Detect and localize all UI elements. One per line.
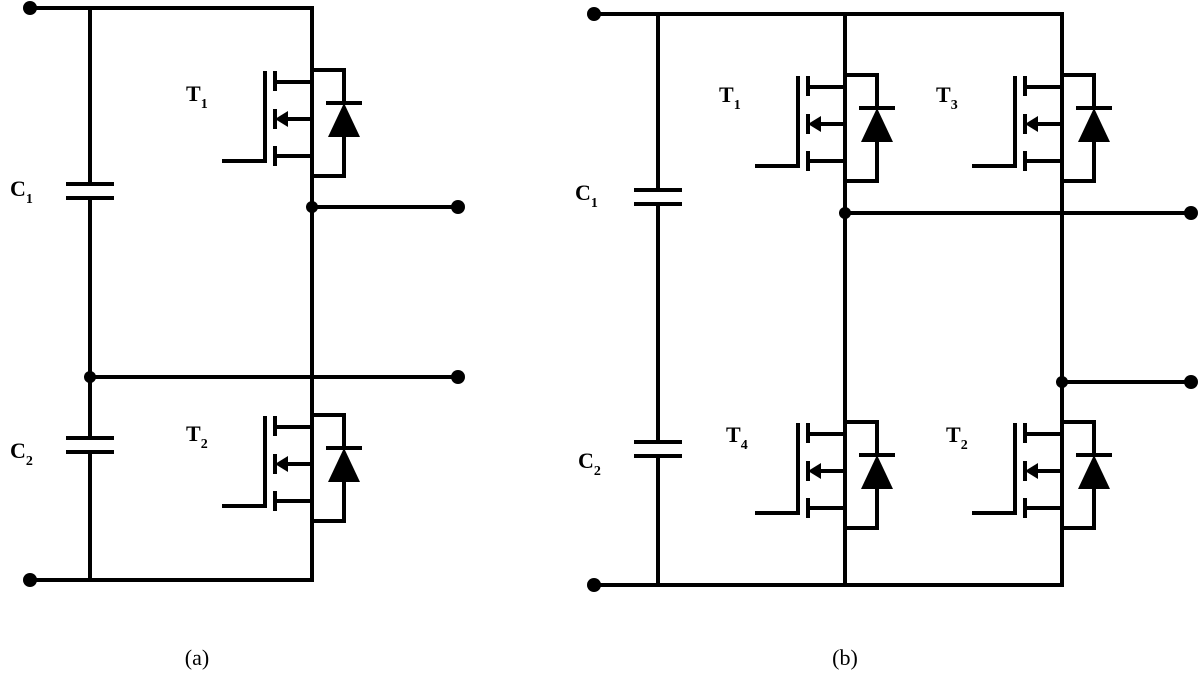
mosfet-t2-a [222, 408, 362, 523]
junction-dot [1056, 376, 1068, 388]
mosfet-t4-b [755, 415, 895, 530]
label-t4-b: T4 [726, 422, 748, 453]
mosfet-t3-b [972, 68, 1112, 183]
terminal-dot [451, 370, 465, 384]
caption-b: (b) [832, 645, 858, 670]
terminal-dot [1184, 206, 1198, 220]
capacitor-c2-a [66, 436, 114, 454]
capacitor-c1-a [66, 182, 114, 200]
diagram-a: C1 C2 T1 T2 (a) [10, 1, 465, 670]
label-t2-a: T2 [186, 421, 208, 452]
junction-dot [839, 207, 851, 219]
label-t1-b: T1 [719, 82, 741, 113]
label-t2-b: T2 [946, 422, 968, 453]
junction-dot [84, 371, 96, 383]
capacitor-c2-b [634, 440, 682, 458]
capacitor-c1-b [634, 188, 682, 206]
bottom-rail-b [592, 526, 1064, 587]
caption-a: (a) [185, 645, 209, 670]
label-c2-a: C2 [10, 438, 33, 469]
mosfet-t2-b [972, 415, 1112, 530]
top-rail-a [28, 6, 314, 67]
label-c1-a: C1 [10, 176, 33, 207]
label-c1-b: C1 [575, 180, 598, 211]
top-rail-b [592, 12, 1064, 72]
label-c2-b: C2 [578, 448, 601, 479]
bottom-rail-a [28, 520, 314, 582]
mosfet-t1-a [222, 63, 362, 178]
terminal-dot [587, 7, 601, 21]
terminal-dot [23, 1, 37, 15]
junction-dot [306, 201, 318, 213]
mosfet-t1-b [755, 68, 895, 183]
label-t1-a: T1 [186, 81, 208, 112]
terminal-dot [451, 200, 465, 214]
diagram-b: C1 C2 T1 T3 T4 T2 (b) [575, 7, 1198, 670]
terminal-dot [587, 578, 601, 592]
terminal-dot [1184, 375, 1198, 389]
terminal-dot [23, 573, 37, 587]
label-t3-b: T3 [936, 82, 958, 113]
